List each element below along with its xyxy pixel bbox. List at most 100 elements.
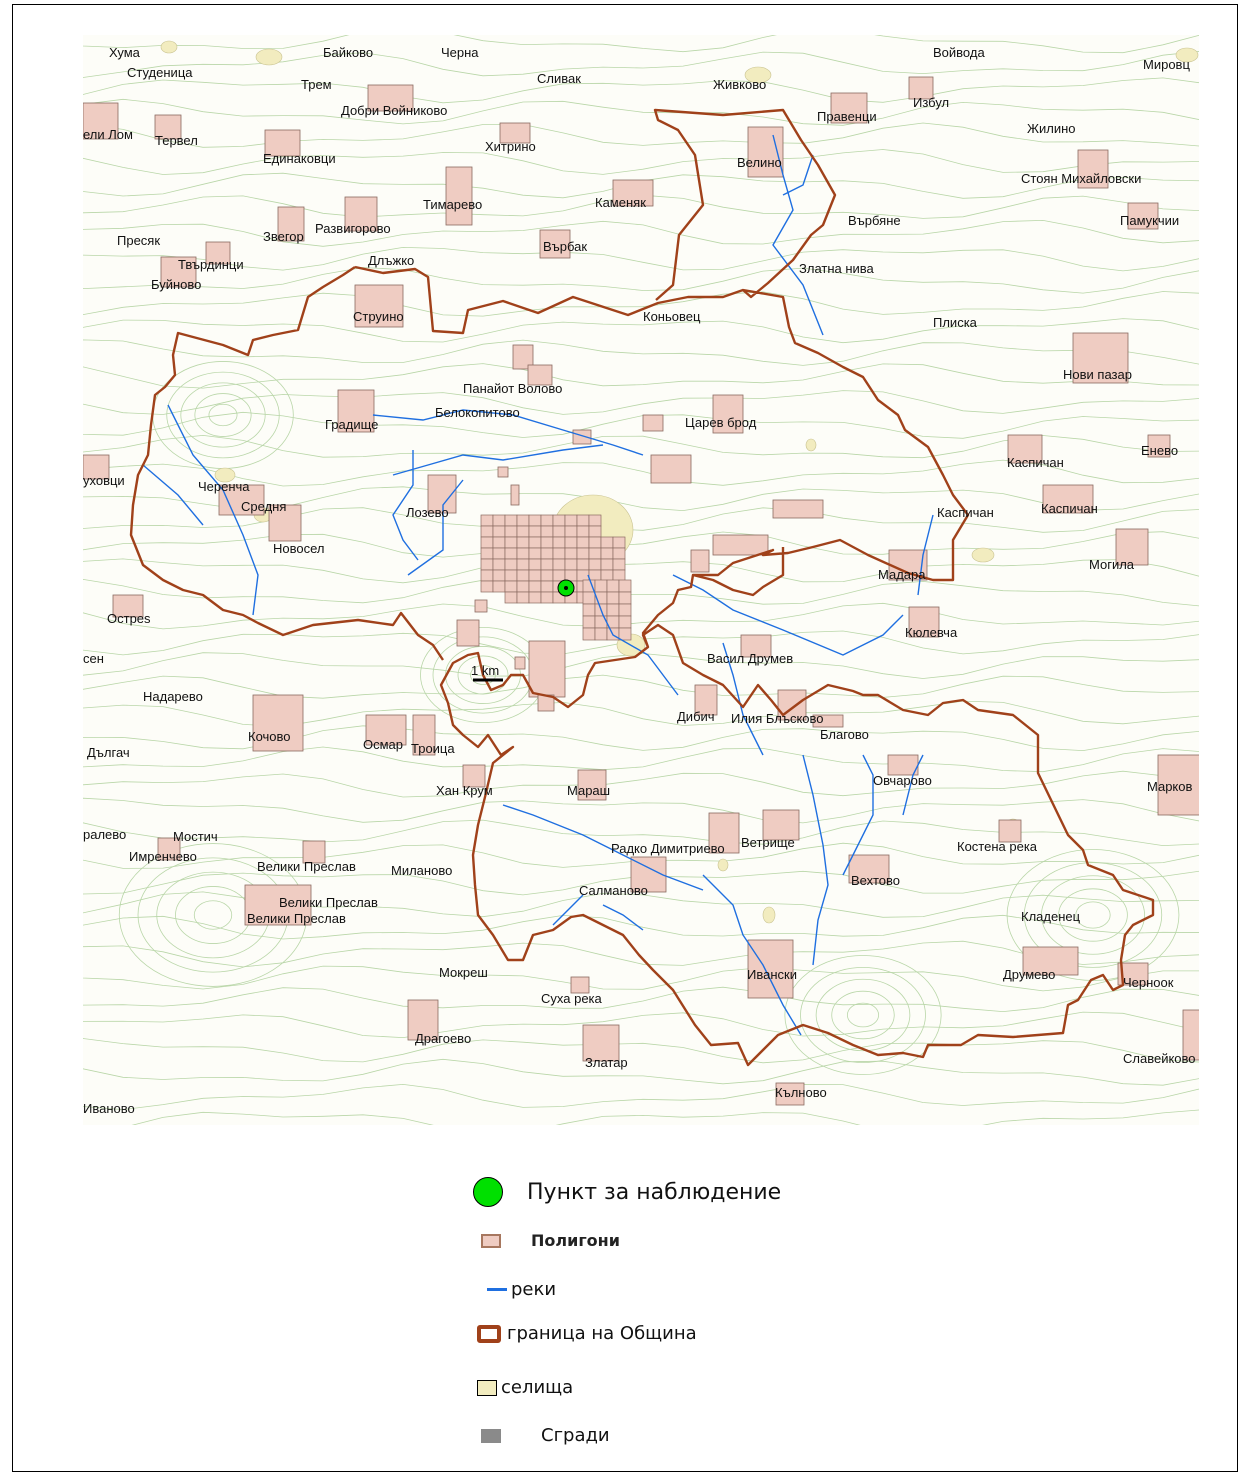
- place-label: Развигорово: [315, 221, 391, 236]
- map-polygon: [582, 1024, 620, 1062]
- observation-point-marker[interactable]: [557, 579, 575, 597]
- boundary-swatch-icon: [477, 1324, 501, 1343]
- map-polygon: [528, 580, 542, 593]
- map-polygon: [540, 591, 554, 604]
- place-label: Нови пазар: [1063, 367, 1132, 382]
- place-label: Радко Димитриево: [611, 841, 725, 856]
- map-polygon: [83, 454, 110, 480]
- place-label: Васил Друмев: [707, 651, 793, 666]
- river: [702, 874, 802, 1036]
- map-polygon: [504, 547, 518, 560]
- map-polygon: [1022, 946, 1079, 976]
- map-polygon: [264, 129, 301, 157]
- place-label: Студеница: [127, 65, 193, 80]
- map-polygon: [594, 627, 608, 641]
- map-polygon: [528, 547, 542, 560]
- map-polygon: [1072, 332, 1129, 384]
- map-polygon: [594, 615, 608, 629]
- place-label: Енево: [1141, 443, 1178, 458]
- place-label: Златна нива: [799, 261, 875, 276]
- map-polygon: [528, 514, 542, 527]
- map-polygon: [612, 179, 654, 207]
- place-label: Струино: [353, 309, 404, 324]
- map-polygon: [600, 569, 614, 582]
- map-polygon: [492, 536, 506, 549]
- map-polygon: [456, 619, 480, 647]
- map-polygon: [552, 569, 566, 582]
- map-polygon: [582, 591, 596, 605]
- map-polygon: [564, 536, 578, 549]
- map-polygon: [514, 656, 526, 670]
- map-polygon: [588, 547, 602, 560]
- place-label: Средня: [241, 499, 286, 514]
- map-polygon: [564, 525, 578, 538]
- place-label: Кълново: [775, 1085, 827, 1100]
- place-label: Илия Блъсково: [731, 711, 824, 726]
- legend-rivers: реки: [487, 1279, 556, 1300]
- map-polygon: [504, 525, 518, 538]
- map-polygon: [588, 525, 602, 538]
- map-polygon: [588, 514, 602, 527]
- settlement-area: [717, 858, 729, 872]
- scale-bar-label: 1 km: [471, 663, 499, 678]
- place-label: Избул: [913, 95, 949, 110]
- place-label: Царев брод: [685, 415, 757, 430]
- map-polygon: [492, 569, 506, 582]
- map-polygon: [354, 284, 404, 328]
- map-polygon: [712, 534, 769, 556]
- map-polygon: [650, 454, 692, 484]
- map-polygon: [642, 414, 664, 432]
- map-polygon: [1007, 434, 1043, 464]
- map-polygon: [618, 627, 632, 641]
- map-polygon: [510, 484, 520, 506]
- map-polygon: [772, 499, 824, 519]
- observation-point-icon: [473, 1177, 503, 1207]
- map-polygon: [552, 514, 566, 527]
- map-polygon: [570, 976, 590, 994]
- map-polygon: [600, 547, 614, 560]
- map-polygon: [576, 547, 590, 560]
- map-polygon: [480, 525, 494, 538]
- map-polygon: [540, 536, 554, 549]
- map-polygon: [157, 837, 181, 861]
- map-polygon: [445, 166, 473, 226]
- settlement-area: [1175, 47, 1199, 63]
- legend-label-polygons: Полигони: [531, 1231, 620, 1250]
- map-polygon: [564, 569, 578, 582]
- place-label: Върбяне: [848, 213, 901, 228]
- map-polygon: [830, 92, 868, 124]
- map-polygon: [540, 558, 554, 571]
- map-polygon: [160, 256, 197, 288]
- map-polygon: [564, 558, 578, 571]
- legend-polygons: Полигони: [481, 1231, 620, 1250]
- place-label: Хитрино: [485, 139, 536, 154]
- place-label: Длъжко: [368, 253, 414, 268]
- place-label: Каспичан: [937, 505, 994, 520]
- map-polygon: [572, 429, 592, 445]
- map-polygon: [492, 514, 506, 527]
- place-label: Каменяк: [595, 195, 646, 210]
- map-polygon: [252, 694, 304, 752]
- map-polygon: [365, 714, 407, 746]
- map-polygon: [576, 536, 590, 549]
- map-polygon: [462, 764, 486, 788]
- map-polygon: [528, 640, 566, 698]
- place-label: Черна: [441, 45, 479, 60]
- legend-label-boundary: граница на Община: [507, 1323, 697, 1344]
- settlement-area: [255, 48, 283, 66]
- map-polygon: [618, 603, 632, 617]
- map-polygon: [504, 580, 518, 593]
- river: [392, 450, 419, 561]
- map-polygon: [740, 634, 772, 658]
- river: [772, 134, 824, 336]
- settlement-area: [805, 438, 817, 452]
- place-label: Мокреш: [439, 965, 488, 980]
- map-polygon: [244, 884, 312, 926]
- place-label: Войвода: [933, 45, 985, 60]
- map-polygon: [516, 558, 530, 571]
- map-polygon: [528, 591, 542, 604]
- map-legend: Пункт за наблюдение Полигони реки границ…: [473, 1175, 973, 1465]
